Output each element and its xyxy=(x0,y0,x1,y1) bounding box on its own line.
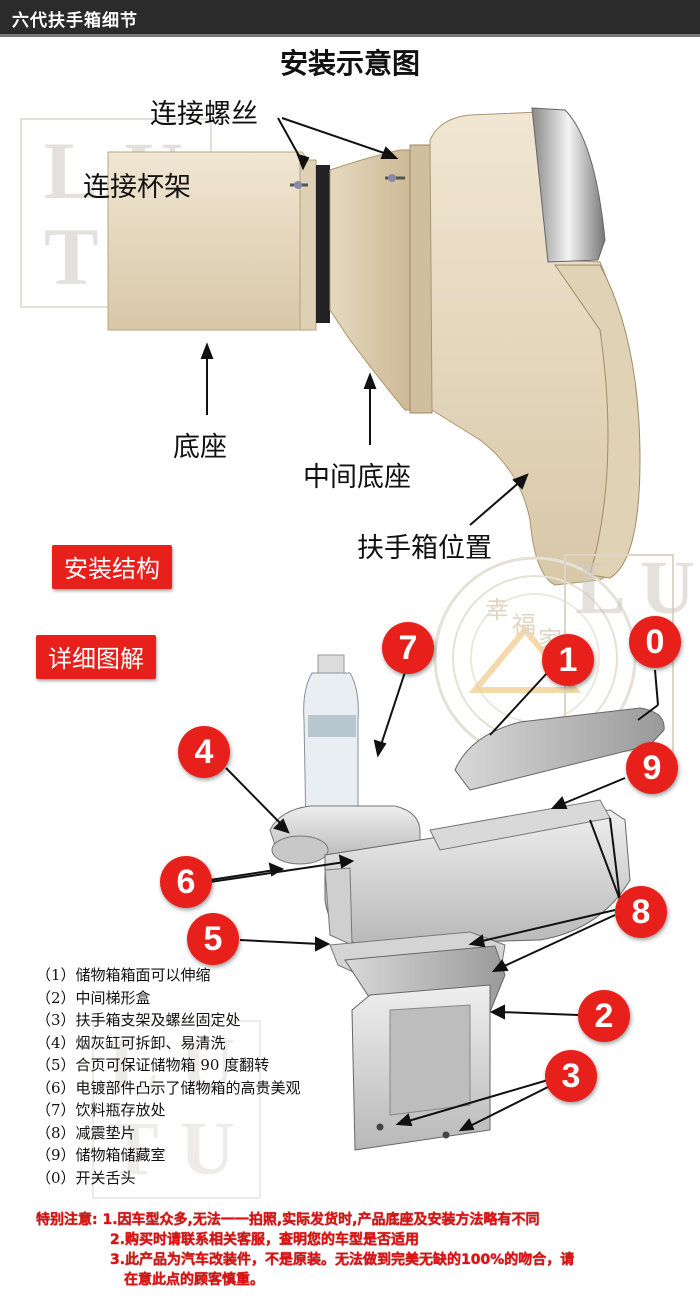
armrest-install-illustration xyxy=(107,107,641,586)
legend-item: （0）开关舌头 xyxy=(36,1168,136,1187)
badge-number-4: 4 xyxy=(178,726,230,778)
label-armrest-position: 扶手箱位置 xyxy=(357,533,492,564)
legend-item: （8）减震垫片 xyxy=(36,1123,136,1142)
badge-number-3: 3 xyxy=(545,1050,597,1102)
badge-number-2: 2 xyxy=(578,990,630,1042)
note-line-3: 3.此产品为汽车改装件，不是原装。无法做到完美无缺的100%的吻合，请 xyxy=(110,1252,575,1268)
label-cup-holder: 连接杯架 xyxy=(83,172,191,203)
badge-number-6: 6 xyxy=(160,856,212,908)
badge-number-5: 5 xyxy=(187,913,239,965)
note-line-4: 在意此点的顾客慎重。 xyxy=(124,1272,264,1288)
label-connecting-screw: 连接螺丝 xyxy=(150,99,258,130)
tag-detailed-diagram: 详细图解 xyxy=(36,635,156,679)
label-base: 底座 xyxy=(173,432,227,463)
legend-item: （6）电镀部件凸示了储物箱的高贵美观 xyxy=(36,1078,301,1097)
legend-item: （1）储物箱箱面可以伸缩 xyxy=(36,966,211,984)
header-title: 六代扶手箱细节 xyxy=(12,11,138,31)
watermark-letter: L xyxy=(108,1023,159,1107)
legend-item: （2）中间梯形盒 xyxy=(36,988,151,1007)
watermark-letter: L xyxy=(575,546,626,630)
watermark-letter: T xyxy=(108,1107,159,1191)
watermark-letter: U xyxy=(180,1107,235,1191)
note-line-2: 2.购买时请联系相关客服，查明您的车型是否适用 xyxy=(110,1232,420,1248)
label-middle-base: 中间底座 xyxy=(303,462,411,493)
legend-item: （3）扶手箱支架及螺丝固定处 xyxy=(36,1011,241,1029)
install-diagram-title: 安装示意图 xyxy=(279,47,420,80)
watermark-letter: U xyxy=(180,1023,235,1107)
legend-item: （7）饮料瓶存放处 xyxy=(36,1101,166,1119)
watermark-bottom: L U T U xyxy=(92,1020,261,1199)
watermark-letter: L xyxy=(44,125,99,216)
legend-item: （9）储物箱储藏室 xyxy=(36,1146,166,1164)
brand-char: 幸 xyxy=(485,596,509,624)
badge-number-7: 7 xyxy=(382,622,434,674)
legend-item: （5）合页可保证储物箱 90 度翻转 xyxy=(36,1056,270,1074)
badge-number-0: 0 xyxy=(629,616,681,668)
parts-legend: （1）储物箱箱面可以伸缩 （2）中间梯形盒 （3）扶手箱支架及螺丝固定处 （4）… xyxy=(36,964,301,1189)
badge-number-8: 8 xyxy=(615,886,667,938)
watermark-letter: T xyxy=(44,211,99,302)
tag-install-structure: 安装结构 xyxy=(52,545,172,589)
legend-item: （4）烟灰缸可拆卸、易清洗 xyxy=(36,1033,226,1052)
header-bar: 六代扶手箱细节 xyxy=(0,0,700,37)
brand-char: 福 xyxy=(512,611,536,639)
badge-number-1: 1 xyxy=(542,634,594,686)
badge-number-9: 9 xyxy=(626,742,678,794)
note-line-1: 特别注意: 1.因车型众多,无法一一拍照,实际发货时,产品底座及安装方法略有不同 xyxy=(36,1212,540,1228)
armrest-exploded-illustration xyxy=(209,654,665,1151)
